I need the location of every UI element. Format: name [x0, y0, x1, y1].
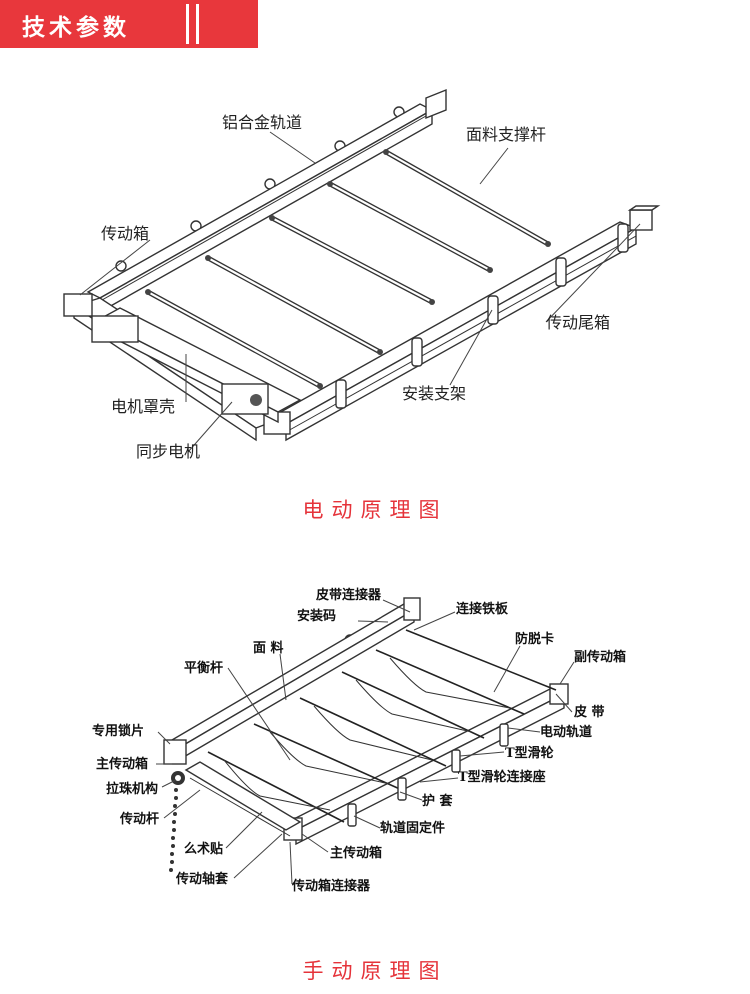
label-anti-drop: 防脱卡	[515, 631, 554, 647]
label-fabric-rod: 面料支撑杆	[466, 125, 546, 144]
fabric-folds	[223, 657, 511, 811]
manual-diagram-caption: 手动原理图	[302, 959, 448, 983]
label-t-pulley-seat: T型滑轮连接座	[458, 769, 546, 785]
manual-drive-rod	[184, 761, 302, 831]
tail-box	[629, 209, 653, 231]
label-belt: 皮 带	[573, 704, 605, 720]
manual-leader-lines	[156, 599, 575, 885]
label-sleeve: 护 套	[422, 793, 454, 809]
label-bead-mech: 拉珠机构	[106, 781, 158, 797]
section-title: 技术参数	[22, 15, 130, 41]
label-fabric: 面 料	[253, 640, 284, 656]
header-divider	[196, 4, 199, 44]
label-belt-connector: 皮带连接器	[315, 587, 382, 603]
label-rail-fixer: 轨道固定件	[380, 820, 445, 836]
fabric-support-rods	[147, 149, 549, 389]
header-divider	[186, 4, 189, 44]
section-header: 技术参数	[0, 0, 258, 48]
label-lock-plate: 专用锁片	[92, 723, 144, 739]
rear-end-cap	[425, 88, 447, 120]
label-shaft-sleeve: 传动轴套	[175, 871, 229, 887]
gearbox-box	[63, 293, 93, 317]
main-gearbox-box	[163, 739, 187, 765]
label-install-code: 安装码	[297, 608, 336, 624]
electric-diagram: 铝合金轨道 面料支撑杆 传动箱 传动尾箱 安装支架 电机罩壳 同步电机	[63, 88, 661, 461]
motor-housing	[91, 315, 139, 343]
label-iron-plate: 连接铁板	[456, 601, 509, 617]
label-sync-motor: 同步电机	[136, 442, 200, 461]
label-motor-rail: 电动轨道	[540, 724, 592, 740]
label-drive-rod: 传动杆	[119, 811, 159, 827]
aux-gearbox-box	[549, 683, 569, 705]
rod-clips	[145, 149, 551, 389]
label-balance-rod: 平衡杆	[184, 660, 223, 676]
label-motor-cover: 电机罩壳	[111, 397, 175, 416]
aluminum-rail-side	[99, 108, 433, 314]
label-main-gearbox-2: 主传动箱	[330, 845, 382, 861]
bead-chain	[169, 788, 178, 872]
label-t-pulley: T型滑轮	[505, 745, 554, 761]
electric-leader-lines	[79, 131, 641, 453]
manual-rods	[207, 629, 557, 823]
manual-diagram: 皮带连接器 安装码 连接铁板 面 料 防脱卡 副传动箱 平衡杆 皮 带 专用锁片…	[92, 587, 626, 894]
rail-fixers	[347, 723, 509, 827]
label-bracket: 安装支架	[402, 384, 466, 403]
label-box-connector: 传动箱连接器	[291, 878, 371, 894]
aluminum-rail	[86, 103, 434, 299]
electric-diagram-caption: 电动原理图	[302, 498, 448, 522]
label-rail: 铝合金轨道	[222, 113, 302, 132]
install-brackets	[335, 223, 629, 409]
label-gearbox: 传动箱	[101, 224, 149, 243]
label-main-gearbox: 主传动箱	[96, 756, 148, 772]
label-velcro: 么术贴	[184, 841, 223, 857]
label-aux-gearbox: 副传动箱	[574, 649, 626, 665]
belt-connector-box	[403, 597, 421, 621]
label-tail-box: 传动尾箱	[546, 313, 610, 332]
